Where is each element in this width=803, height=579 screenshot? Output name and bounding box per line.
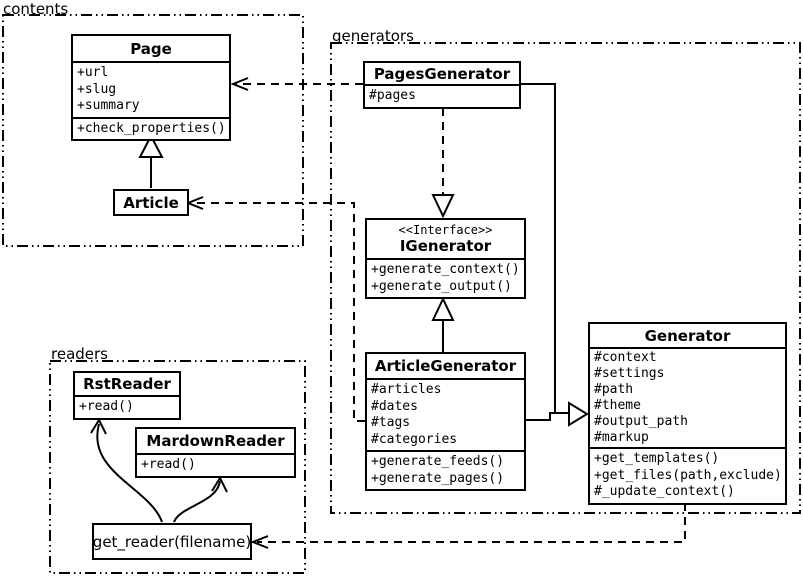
- dependency-arrowhead-at-page: [230, 77, 249, 91]
- node-get-reader: get_reader(filename): [92, 523, 252, 560]
- class-mardownreader-title: MardownReader: [146, 432, 285, 450]
- attribute: #categories: [371, 431, 458, 447]
- interface-stereotype: <<Interface>>: [398, 223, 493, 237]
- class-articlegenerator-methods: +generate_feeds() +generate_pages(): [367, 450, 524, 489]
- attribute: #context: [594, 350, 657, 365]
- association-arrowhead-at-mardownreader: [211, 475, 228, 493]
- attribute: #path: [594, 382, 634, 397]
- class-mardownreader: MardownReader +read(): [135, 427, 296, 478]
- attribute: +url: [77, 65, 109, 80]
- readers-package-border: [49, 360, 306, 574]
- class-articlegenerator: ArticleGenerator #articles #dates #tags …: [365, 352, 526, 491]
- attribute: +summary: [77, 98, 140, 113]
- class-igenerator-name: IGenerator: [399, 237, 492, 255]
- attribute: #dates: [371, 398, 418, 414]
- package-label-contents: contents: [3, 0, 69, 18]
- method: +read(): [79, 399, 134, 414]
- association-curve-getreader-to-rstreader: [96, 423, 163, 523]
- package-label-generators: generators: [332, 27, 414, 45]
- class-page-attributes: +url +slug +summary: [73, 61, 229, 117]
- method: +read(): [141, 457, 196, 472]
- class-article-title: Article: [123, 193, 179, 212]
- attribute: #markup: [594, 430, 649, 445]
- class-articlegenerator-title: ArticleGenerator: [374, 357, 517, 375]
- class-page-methods: +check_properties(): [73, 116, 229, 140]
- class-mardownreader-methods: +read(): [137, 453, 294, 476]
- class-generator-attributes: #context #settings #path #theme #output_…: [590, 347, 785, 447]
- class-generator-title: Generator: [644, 326, 731, 345]
- inheritance-line-articlegenerator-to-generator: [526, 412, 569, 421]
- inheritance-triangle-at-igenerator-bottom: [431, 296, 455, 321]
- attribute: #settings: [594, 366, 665, 381]
- class-articlegenerator-attributes: #articles #dates #tags #categories: [367, 378, 524, 450]
- class-generator: Generator #context #settings #path #them…: [588, 322, 787, 505]
- generators-package-border: [330, 42, 801, 514]
- method: +generate_feeds(): [371, 454, 505, 469]
- attribute: #articles: [371, 382, 442, 397]
- method: #_update_context(): [594, 484, 735, 499]
- method: +get_templates(): [594, 451, 720, 466]
- attribute: #theme: [594, 398, 641, 413]
- dependency-line-generator-to-getreader: [257, 503, 686, 543]
- attribute: #tags: [371, 415, 411, 430]
- inheritance-triangle-at-generator-left: [568, 401, 589, 427]
- class-pagesgenerator-attributes: #pages: [365, 84, 519, 107]
- inheritance-line-pagesgenerator-to-generator: [521, 83, 569, 414]
- class-igenerator: <<Interface>> IGenerator +generate_conte…: [365, 218, 526, 299]
- class-rstreader: RstReader +read(): [73, 371, 181, 420]
- dependency-arrowhead-at-getreader: [250, 535, 269, 549]
- attribute: #pages: [369, 88, 416, 103]
- realization-triangle-at-igenerator-top: [431, 194, 455, 219]
- attribute: +slug: [77, 81, 117, 97]
- association-curve-getreader-to-mardownreader: [173, 480, 221, 523]
- class-igenerator-methods: +generate_context() +generate_output(): [367, 258, 524, 297]
- method: +get_files(path,exclude): [594, 467, 782, 483]
- class-pagesgenerator: PagesGenerator #pages: [363, 61, 521, 109]
- class-generator-methods: +get_templates() +get_files(path,exclude…: [590, 447, 785, 503]
- inheritance-triangle-article-to-page: [138, 133, 164, 158]
- class-pagesgenerator-title: PagesGenerator: [373, 64, 511, 83]
- class-rstreader-methods: +read(): [75, 395, 179, 418]
- class-igenerator-title: <<Interface>> IGenerator: [367, 220, 524, 258]
- class-page-title: Page: [130, 39, 172, 58]
- association-arrowhead-at-rstreader: [90, 417, 107, 435]
- dependency-line-articlegenerator-to-article: [191, 202, 365, 422]
- class-article: Article: [113, 189, 189, 216]
- package-label-readers: readers: [51, 345, 108, 363]
- contents-package-border: [2, 14, 304, 247]
- method: +generate_pages(): [371, 470, 505, 486]
- class-page: Page +url +slug +summary +check_properti…: [71, 34, 231, 141]
- class-rstreader-title: RstReader: [83, 375, 171, 393]
- method: +generate_output(): [371, 278, 512, 294]
- attribute: #output_path: [594, 414, 688, 429]
- method: +generate_context(): [371, 262, 520, 277]
- method: +check_properties(): [77, 120, 226, 136]
